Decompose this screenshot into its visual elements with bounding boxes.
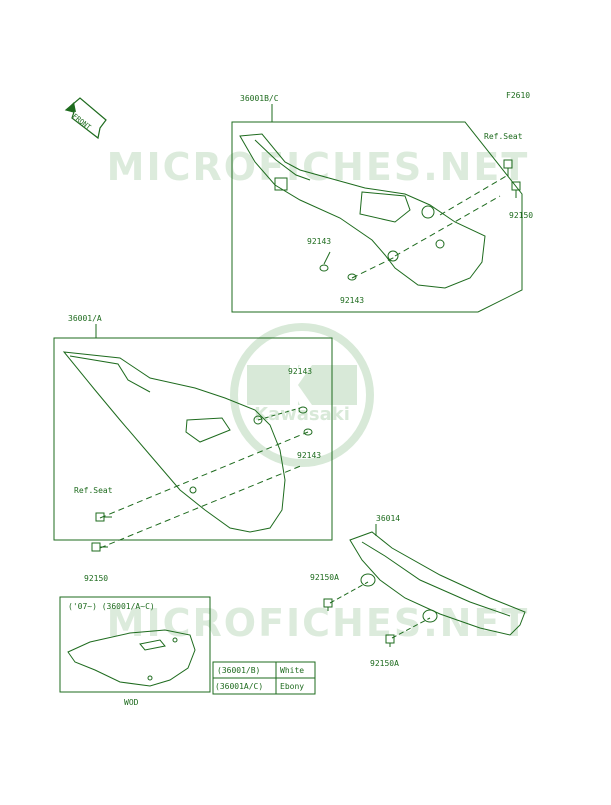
- color-table: [212, 661, 316, 695]
- callout-chain-cover: 36014: [376, 514, 400, 523]
- color-table-row-1-color: White: [280, 666, 304, 675]
- front-arrow-icon: FRONT: [64, 97, 107, 140]
- variant-box-footer: WOD: [124, 698, 139, 707]
- watermark-logo: Kawasaki: [230, 323, 374, 467]
- callout-lower-grommet-a: 92143: [288, 367, 312, 376]
- watermark-logo-text: Kawasaki: [254, 404, 350, 425]
- color-table-row-1-part: (36001/B): [217, 666, 260, 675]
- callout-upper-cover: 36001B/C: [240, 94, 279, 103]
- figure-code: F2610: [506, 91, 530, 100]
- upper-cover-group: [231, 104, 523, 313]
- color-table-row-2-part: (36001A/C): [215, 682, 263, 691]
- variant-box: [59, 596, 211, 693]
- chain-cover-group: [323, 524, 526, 647]
- callout-upper-grommet-b: 92143: [340, 296, 364, 305]
- watermark-bottom: MICROFICHES.NET: [107, 601, 530, 645]
- front-arrow-label: FRONT: [71, 112, 93, 132]
- callout-chain-bolt-a: 92150A: [310, 573, 339, 582]
- callout-lower-cover: 36001/A: [68, 314, 102, 323]
- callout-lower-bolt: 92150: [84, 574, 108, 583]
- callout-upper-bolt: 92150: [509, 211, 533, 220]
- color-table-row-2-color: Ebony: [280, 682, 304, 691]
- callout-chain-bolt-b: 92150A: [370, 659, 399, 668]
- callout-upper-grommet-a: 92143: [307, 237, 331, 246]
- watermark-top: MICROFICHES.NET: [107, 145, 530, 189]
- callout-upper-ref-seat: Ref.Seat: [484, 132, 523, 141]
- variant-box-title: ('07~) (36001/A~C): [68, 602, 155, 611]
- callout-lower-ref-seat: Ref.Seat: [74, 486, 113, 495]
- lower-cover-group: [53, 324, 333, 552]
- callout-lower-grommet-b: 92143: [297, 451, 321, 460]
